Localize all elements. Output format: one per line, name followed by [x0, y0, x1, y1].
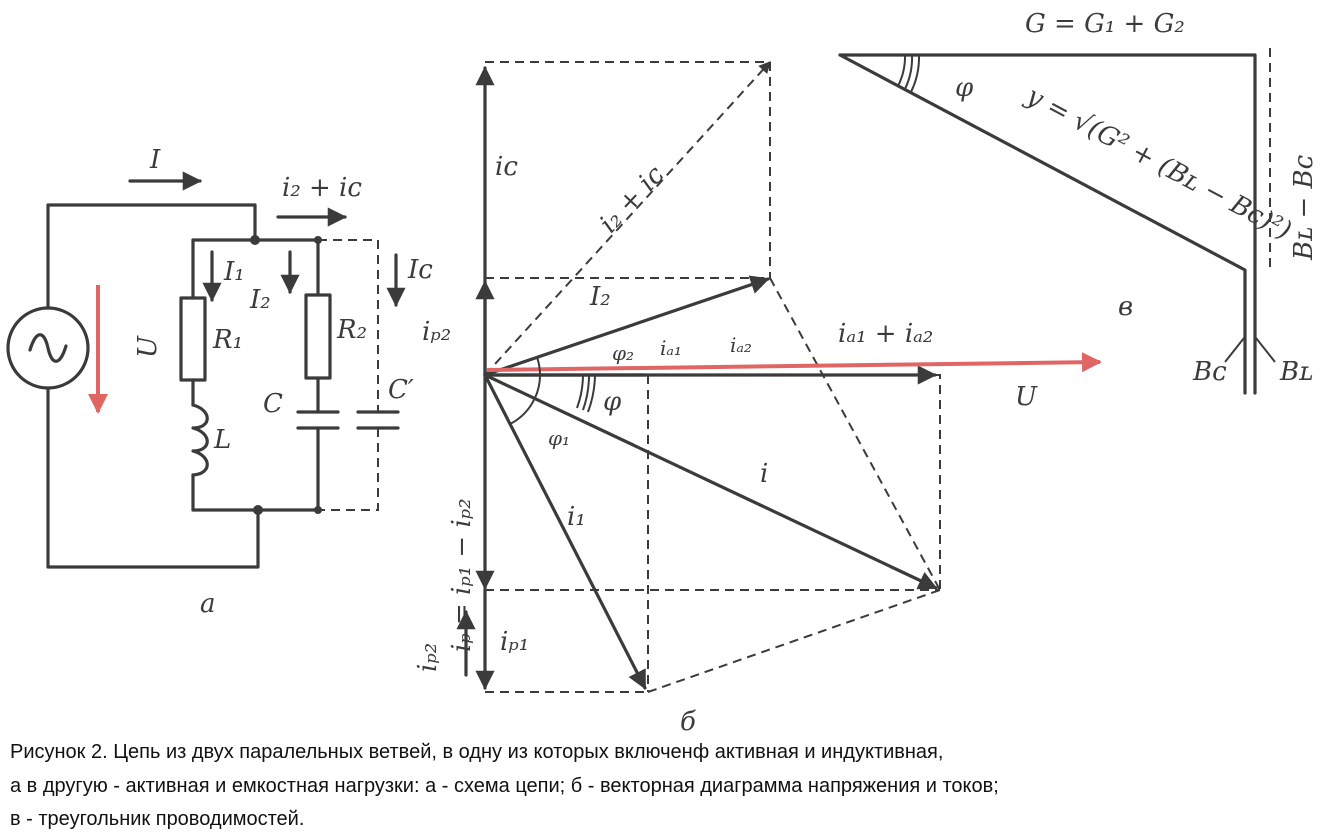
label-r2: R₂ [336, 315, 367, 345]
label-i2: I₂ [249, 285, 271, 315]
circuit-letter: a [200, 589, 216, 619]
vector-letter: б [680, 707, 696, 737]
caption-line-3: в - треугольник проводимостей. [10, 808, 304, 830]
dashed-i2-ic [484, 61, 771, 376]
label-i2-vec: I₂ [589, 282, 611, 312]
bc-leader [1224, 337, 1245, 363]
dashed-branch-cprime [318, 239, 379, 511]
caption-line-1: Рисунок 2. Цепь из двух паралельных ветв… [10, 741, 943, 763]
label-g-sum: G = G₁ + G₂ [1025, 9, 1185, 39]
label-r1: R₁ [212, 325, 243, 355]
circuit-outer-wire [46, 203, 260, 569]
node-bottom [253, 505, 263, 515]
circuit-diagram: I U R₁ L I₁ R₂ C I₂ C′ Iᴄ i₂ [6, 145, 433, 619]
capacitor-cprime [356, 410, 400, 430]
label-ia1: iₐ₁ [660, 336, 682, 360]
label-branch-current: i₂ + iᴄ [282, 173, 362, 203]
label-phi1: φ₁ [548, 426, 570, 450]
label-i1: I₁ [223, 257, 245, 287]
label-ia2: iₐ₂ [730, 333, 752, 357]
label-tri-phi: φ [955, 73, 974, 103]
node-top [250, 235, 260, 245]
dashed-construction [485, 61, 941, 693]
label-i1-vec: i₁ [567, 502, 586, 532]
caption-line-2: а в другую - активная и емкостная нагруз… [10, 775, 999, 797]
label-phi2: φ₂ [612, 341, 634, 365]
label-ic-branch: Iᴄ [407, 255, 433, 285]
label-voltage: U [133, 335, 163, 358]
triangle-outline [838, 53, 1257, 395]
angle-phi2 [536, 356, 542, 376]
label-ip2-bottom: iₚ₂ [413, 643, 443, 672]
label-bc: Bᴄ [1192, 357, 1227, 387]
angle-phi [576, 374, 596, 413]
label-i-vec: i [760, 459, 768, 489]
label-ip1: iₚ₁ [500, 627, 529, 657]
label-bl: Bʟ [1279, 357, 1313, 387]
triangle-letter: в [1118, 292, 1133, 322]
label-ip-eq: iₚ = iₚ₁ − iₚ₂ [447, 498, 477, 652]
ac-source-wave [28, 333, 68, 363]
label-l: L [213, 425, 231, 455]
angle-phi1 [509, 374, 541, 425]
triangle-phi-arc [897, 54, 921, 93]
label-bl-bc: Bʟ − Bᴄ [1289, 154, 1319, 261]
label-current-total: I [149, 145, 161, 175]
i-vector [483, 373, 938, 590]
label-phi: φ [603, 387, 622, 417]
resistor-r1 [179, 296, 207, 382]
bl-leader [1255, 337, 1276, 363]
label-cprime: C′ [388, 375, 414, 405]
label-ia-sum: iₐ₁ + iₐ₂ [838, 319, 933, 349]
u-vector [486, 352, 1102, 373]
figure-caption: Рисунок 2. Цепь из двух паралельных ветв… [10, 741, 999, 830]
label-u-vec: U [1015, 382, 1038, 412]
ac-source-icon [6, 306, 90, 390]
label-c: C [263, 389, 283, 419]
vector-diagram: iᴄ i₂ + iᴄ iₚ₂ iₚ = iₚ₁ − iₚ₂ I₂ φ₂ iₐ₁ … [413, 61, 1102, 737]
inductor-l [191, 403, 209, 477]
label-ip2-top: iₚ₂ [422, 317, 451, 347]
label-ic-vec: iᴄ [495, 152, 518, 182]
label-i2-ic-vec: i₂ + iᴄ [594, 160, 671, 239]
resistor-r2 [304, 293, 332, 380]
i1-vector [483, 373, 647, 690]
i2-vector [483, 275, 770, 377]
capacitor-c [296, 410, 340, 430]
